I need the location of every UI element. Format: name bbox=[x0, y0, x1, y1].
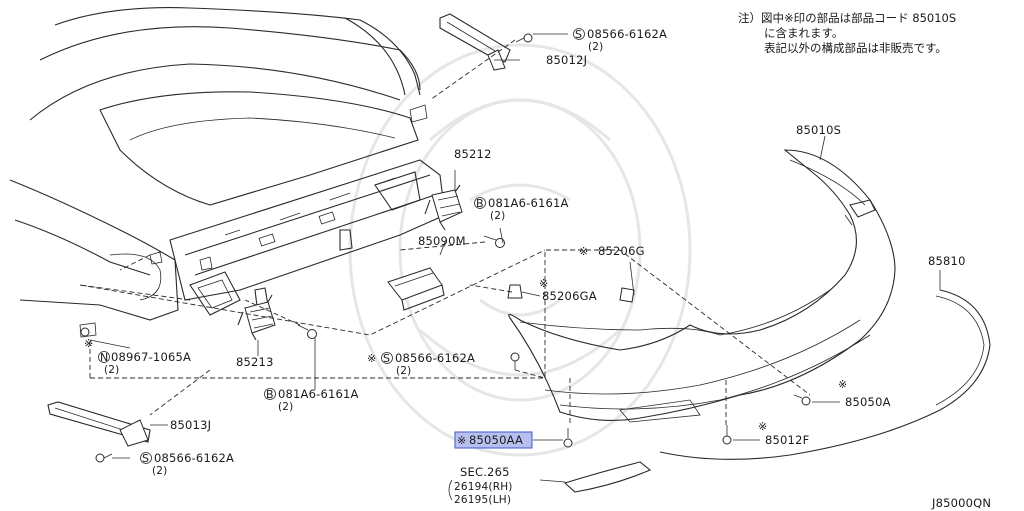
fastener-s-mid-qty: (2) bbox=[396, 365, 411, 377]
bumper-bracket-85212 bbox=[424, 184, 463, 231]
fastener-icons bbox=[80, 33, 811, 463]
watermark-emblem bbox=[348, 43, 692, 457]
star-mark: ※ bbox=[758, 420, 767, 433]
label-b-right: B 081A6-6161A (2) bbox=[474, 196, 569, 222]
sec-rh: 26194(RH) bbox=[454, 481, 513, 493]
note-line-3: 表記以外の構成部品は非販売です。 bbox=[764, 41, 947, 55]
note-block: 注）図中※印の部品は部品コード 85010S に含まれます。 表記以外の構成部品… bbox=[738, 11, 956, 55]
part-85010S: 85010S bbox=[796, 123, 841, 137]
bolt-icon bbox=[297, 324, 317, 339]
note-line-1: 注）図中※印の部品は部品コード 85010S bbox=[738, 11, 956, 25]
fastener-s-bot-qty: (2) bbox=[152, 465, 167, 477]
highlight-box bbox=[454, 431, 533, 449]
label-85206GA: ※ 85206GA bbox=[539, 277, 597, 303]
clip-icon bbox=[80, 327, 90, 337]
s-prefix: S bbox=[142, 452, 149, 465]
clip-icon bbox=[507, 284, 523, 299]
energy-absorber-85090M bbox=[387, 267, 445, 311]
label-s-bot: S 08566-6162A (2) bbox=[140, 451, 234, 477]
label-85050A: ※ 85050A bbox=[838, 378, 891, 409]
part-85213: 85213 bbox=[236, 355, 274, 369]
part-85050A: 85050A bbox=[845, 395, 891, 409]
fastener-b-mid: 081A6-6161A bbox=[278, 387, 359, 401]
fastener-s-mid: 08566-6162A bbox=[395, 351, 475, 365]
part-85090M: 85090M bbox=[418, 234, 466, 248]
bracket-85012J bbox=[439, 13, 511, 71]
bracket-85013J bbox=[47, 401, 151, 447]
screw-icon bbox=[563, 428, 573, 448]
b-prefix: B bbox=[476, 197, 484, 210]
star-mark: ※ bbox=[838, 378, 847, 391]
rear-bumper-fascia bbox=[508, 149, 896, 423]
note-line-2: に含まれます。 bbox=[764, 26, 843, 40]
screw-icon bbox=[95, 453, 113, 463]
part-85212: 85212 bbox=[454, 147, 492, 161]
bumper-molding-85810-inner bbox=[935, 295, 985, 406]
fastener-b-mid-qty: (2) bbox=[278, 401, 293, 413]
bumper-molding-85810 bbox=[659, 289, 991, 460]
label-85012F: ※ 85012F bbox=[758, 420, 809, 447]
fastener-b-right-qty: (2) bbox=[490, 210, 505, 222]
part-85012J: 85012J bbox=[546, 53, 587, 67]
label-b-mid: B 081A6-6161A (2) bbox=[264, 387, 359, 413]
star-mark: ※ bbox=[457, 434, 466, 447]
bolt-icon bbox=[483, 235, 505, 248]
assembly-lines bbox=[79, 39, 811, 425]
sec-title: SEC.265 bbox=[460, 465, 510, 479]
s-prefix: S bbox=[383, 352, 390, 365]
reflector-sec265 bbox=[563, 461, 652, 493]
diagram-code: J85000QN bbox=[931, 496, 991, 510]
part-85206G: 85206G bbox=[598, 244, 645, 258]
fastener-b-right: 081A6-6161A bbox=[488, 196, 569, 210]
fastener-s-bot: 08566-6162A bbox=[154, 451, 234, 465]
s-prefix: S bbox=[575, 28, 582, 41]
vehicle-body bbox=[9, 7, 446, 338]
screw-icon bbox=[515, 33, 533, 43]
star-mark: ※ bbox=[539, 277, 548, 290]
leader-lines bbox=[89, 33, 941, 483]
clip-icon bbox=[722, 425, 732, 445]
fastener-n-left-qty: (2) bbox=[104, 364, 119, 376]
part-85013J: 85013J bbox=[170, 418, 211, 432]
part-85810: 85810 bbox=[928, 254, 966, 268]
part-85012F: 85012F bbox=[765, 433, 809, 447]
star-mark: ※ bbox=[84, 337, 93, 350]
part-85206GA: 85206GA bbox=[542, 289, 597, 303]
b-prefix: B bbox=[266, 388, 274, 401]
part-85050AA: 85050AA bbox=[469, 433, 523, 447]
label-85050AA[interactable]: ※ 85050AA bbox=[454, 431, 533, 449]
fastener-n-left: 08967-1065A bbox=[111, 350, 191, 364]
star-mark: ※ bbox=[367, 352, 376, 365]
label-sec265: SEC.265 26194(RH) 26195(LH) bbox=[448, 465, 513, 506]
n-prefix: N bbox=[100, 351, 108, 364]
label-s-top: S 08566-6162A (2) bbox=[573, 27, 667, 53]
star-mark: ※ bbox=[579, 245, 588, 258]
label-85206G: ※ 85206G bbox=[579, 244, 645, 258]
fastener-s-top-qty: (2) bbox=[588, 41, 603, 53]
label-n-left: ※ N 08967-1065A (2) bbox=[84, 337, 191, 376]
screw-icon bbox=[793, 394, 811, 406]
label-s-mid: ※ S 08566-6162A (2) bbox=[367, 351, 475, 377]
fastener-s-top: 08566-6162A bbox=[587, 27, 667, 41]
screw-icon bbox=[510, 352, 520, 370]
clip-icon bbox=[619, 287, 635, 303]
sec-lh: 26195(LH) bbox=[454, 494, 511, 506]
